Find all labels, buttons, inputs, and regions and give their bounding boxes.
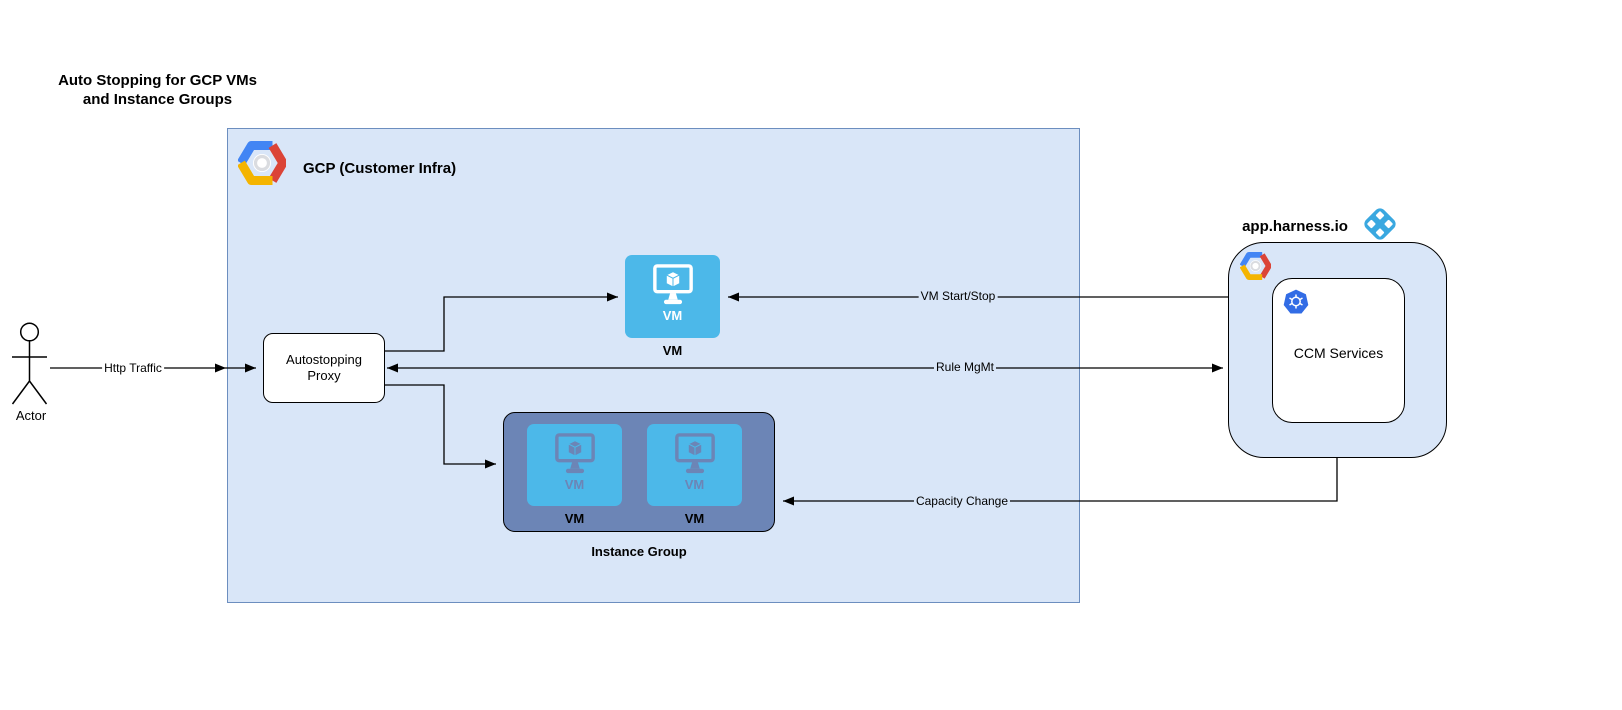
instance-group-vm-1-label: VM: [564, 511, 585, 526]
edge-proxy-to-vm: [384, 292, 618, 352]
actor-label: Actor: [15, 408, 47, 423]
actor-icon: [11, 322, 48, 405]
vm-node: VM: [625, 255, 720, 338]
edge-label-vm-start-stop: VM Start/Stop: [918, 289, 998, 303]
ccm-services-label: CCM Services: [1293, 345, 1384, 361]
edge-label-rule-mgmt: Rule MgMt: [933, 360, 997, 374]
diagram-title-line2: and Instance Groups: [82, 91, 233, 108]
autostopping-proxy-node: Autostopping Proxy: [263, 333, 385, 403]
http-boundary-arrowhead: [215, 363, 226, 373]
vm-monitor-icon: [649, 264, 697, 306]
proxy-label-line1: Autostopping: [286, 352, 362, 367]
instance-group-vm-2-label: VM: [684, 511, 705, 526]
proxy-label-line2: Proxy: [307, 368, 341, 383]
instance-group-label: Instance Group: [591, 544, 687, 559]
edge-capacity-change: [783, 458, 1338, 506]
gcp-box-title: GCP (Customer Infra): [303, 160, 457, 177]
vm-icon-text: VM: [684, 477, 705, 492]
vm-label: VM: [662, 343, 683, 358]
vm-monitor-icon: [671, 433, 719, 475]
instance-group-vm-1: VM: [527, 424, 622, 506]
diagram-title-line1: Auto Stopping for GCP VMs: [58, 72, 257, 89]
instance-group-vm-2: VM: [647, 424, 742, 506]
edge-label-http-traffic: Http Traffic: [102, 361, 164, 375]
edge-label-capacity-change: Capacity Change: [913, 494, 1011, 508]
vm-monitor-icon: [551, 433, 599, 475]
harness-domain-label: app.harness.io: [1242, 218, 1348, 235]
diagram-title: Auto Stopping for GCP VMs and Instance G…: [30, 71, 285, 109]
vm-icon-text: VM: [662, 308, 683, 323]
edge-proxy-to-instance-group: [384, 384, 496, 469]
vm-icon-text: VM: [564, 477, 585, 492]
